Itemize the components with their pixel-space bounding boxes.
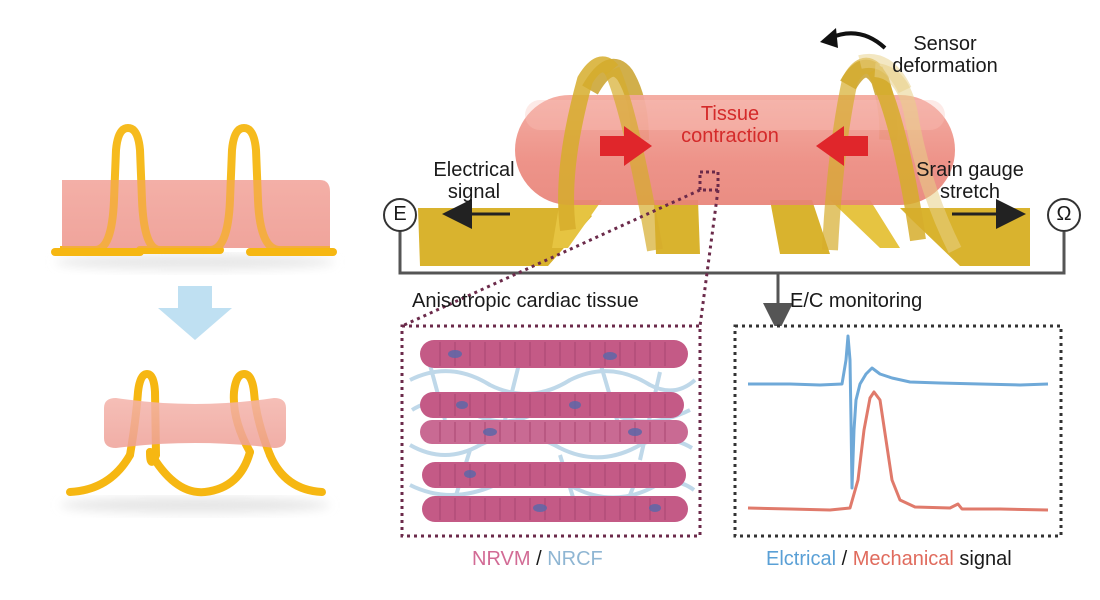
monitoring-panel: [733, 324, 1063, 538]
legend-nrvm: NRVM: [472, 548, 531, 570]
electrical-signal-label: Electrical signal: [418, 159, 530, 203]
anisotropic-tissue-panel: [400, 324, 702, 538]
anisotropic-title: Anisotropic cardiac tissue: [412, 290, 639, 312]
strain-gauge-label: Srain gauge stretch: [902, 159, 1038, 203]
ec-monitoring-title: E/C monitoring: [790, 290, 923, 312]
sensor-deformation-label: Sensor deformation: [880, 33, 1010, 77]
main-device: [398, 28, 1066, 333]
left-schematic-top: [51, 123, 337, 270]
red-arrow-icon: [600, 126, 868, 166]
strain-gauge-line1: Srain gauge: [916, 159, 1024, 181]
cardiomyocyte-fibers: [420, 340, 688, 522]
terminal-omega: Ω: [1047, 198, 1081, 232]
electrical-trace: [748, 334, 1049, 490]
sensor-deformation-line2: deformation: [892, 55, 998, 77]
strain-gauge-line2: stretch: [939, 181, 1001, 203]
middle-pad-right: [770, 200, 830, 254]
legend-mechanical: Mechanical: [852, 548, 954, 570]
legend-electrical: Elctrical: [766, 548, 837, 570]
curved-arrow-icon: [820, 28, 887, 50]
tissue-contraction-line1: Tissue: [700, 103, 760, 125]
left-schematic-bottom: [60, 369, 330, 513]
legend-nrcf: NRCF: [547, 548, 603, 570]
electrical-signal-line2: signal: [447, 181, 501, 203]
down-arrow-icon: [158, 286, 232, 340]
sensor-deformation-line1: Sensor: [913, 33, 977, 55]
tissue-contraction-line2: contraction: [681, 125, 779, 147]
tissue-contraction-label: Tissue contraction: [660, 103, 800, 147]
legend-right-sep: /: [836, 548, 853, 570]
legend-cells: NRVM / NRCF: [472, 548, 603, 570]
electrical-signal-line1: Electrical: [433, 159, 515, 181]
legend-signals: Elctrical / Mechanical signal: [766, 548, 1012, 570]
middle-pad-left: [654, 200, 700, 254]
legend-signal-word: signal: [953, 548, 1012, 570]
mechanical-trace: [747, 390, 1049, 512]
terminal-e: E: [383, 198, 417, 232]
legend-left-sep: /: [530, 548, 548, 570]
